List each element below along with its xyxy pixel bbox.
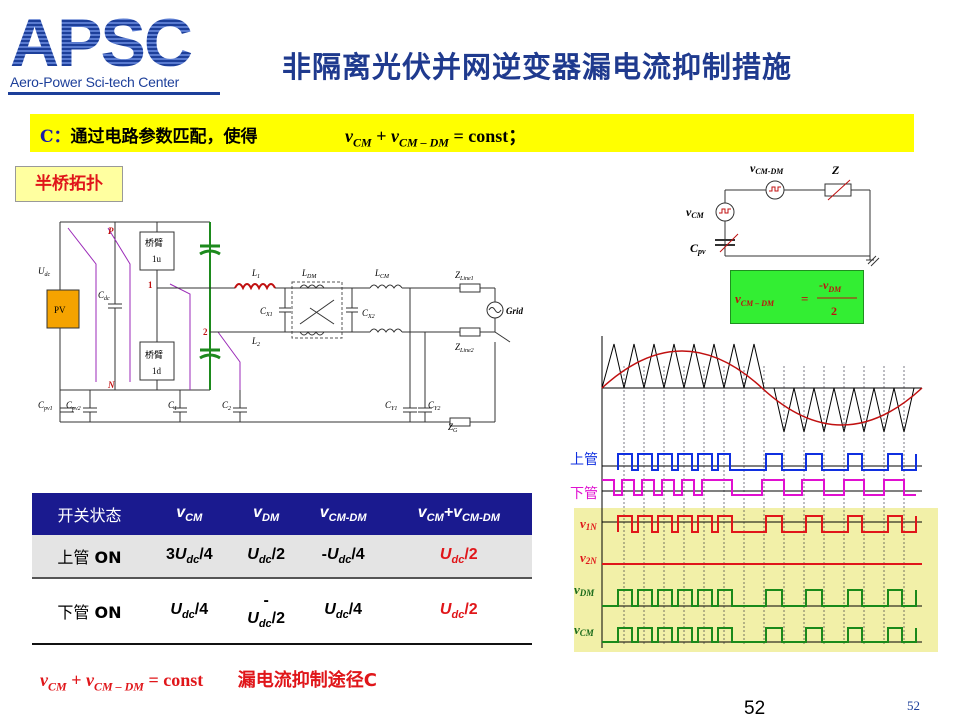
page-number: 52 bbox=[744, 698, 766, 719]
banner-body: 通过电路参数匹配，使得 bbox=[70, 127, 258, 147]
banner-formula: vCM + vCM – DM = const； bbox=[345, 126, 527, 150]
bottom-formula: vCM + vCM – DM = const 漏电流抑制途径C bbox=[40, 670, 377, 694]
wave-label-upper: 上管 bbox=[570, 452, 598, 468]
logo-underline bbox=[8, 92, 220, 95]
sc-vcmdm: vCM-DM bbox=[750, 161, 784, 176]
th-vcm: vCM bbox=[146, 493, 232, 535]
banner-text: C：通过电路参数匹配，使得 bbox=[40, 122, 258, 147]
th-vdm: vDM bbox=[231, 493, 301, 535]
page-title: 非隔离光伏并网逆变器漏电流抑制措施 bbox=[282, 50, 793, 84]
logo-mark: APSC bbox=[10, 8, 194, 74]
page-number-small: 52 bbox=[907, 698, 920, 713]
svg-text:Cpv1: Cpv1 bbox=[38, 400, 53, 412]
wave-label-lower: 下管 bbox=[570, 486, 598, 502]
svg-text:Cdc: Cdc bbox=[98, 290, 110, 302]
grid-label: Grid bbox=[506, 306, 524, 316]
cm-equivalent-circuit: vCM-DM Z vCM Cpv bbox=[686, 161, 880, 267]
banner-prefix: C： bbox=[40, 127, 71, 147]
table-row: 上管 ON 3Udc/4 Udc/2 -Udc/4 Udc/2 bbox=[32, 535, 532, 579]
cell-vdm: -Udc/2 bbox=[231, 578, 301, 645]
svg-text:1d: 1d bbox=[152, 366, 162, 376]
svg-text:CX1: CX1 bbox=[260, 306, 273, 318]
sc-vcm: vCM bbox=[686, 205, 705, 220]
half-bridge-circuit: PV Udc Cdc P N 桥臂 1u 桥臂 1d 1 2 L1 L2 LDM… bbox=[38, 221, 524, 434]
th-state: 开关状态 bbox=[32, 493, 147, 535]
svg-text:CY1: CY1 bbox=[385, 400, 397, 412]
cell-vsum: Udc/2 bbox=[385, 535, 532, 579]
svg-text:2: 2 bbox=[831, 304, 837, 318]
svg-text:2: 2 bbox=[203, 327, 208, 337]
green-formula-box: vCM – DM = -vDM 2 bbox=[730, 270, 864, 324]
switching-waveforms: 上管 下管 v1N v2N vDM vCM bbox=[570, 336, 938, 652]
n-label: N bbox=[107, 380, 115, 390]
th-vsum: vCM+vCM-DM bbox=[385, 493, 532, 535]
cell-vdm: Udc/2 bbox=[231, 535, 301, 579]
udc-label: Udc bbox=[38, 266, 51, 278]
svg-text:L1: L1 bbox=[251, 268, 260, 280]
cell-vcmdm: -Udc/4 bbox=[300, 535, 386, 579]
svg-text:vCM – DM: vCM – DM bbox=[735, 291, 775, 308]
svg-text:LCM: LCM bbox=[374, 268, 390, 280]
sc-z: Z bbox=[831, 163, 840, 177]
cell-state: 上管 ON bbox=[32, 535, 147, 579]
cell-vcmdm: Udc/4 bbox=[300, 578, 386, 645]
svg-text:C2: C2 bbox=[222, 400, 231, 412]
svg-text:ZLine2: ZLine2 bbox=[455, 342, 474, 354]
switch-state-table: 开关状态 vCM vDM vCM-DM vCM+vCM-DM 上管 ON 3Ud… bbox=[32, 493, 532, 645]
svg-text:ZG: ZG bbox=[448, 422, 458, 434]
pv-label: PV bbox=[54, 305, 66, 315]
sc-cpv: Cpv bbox=[690, 241, 706, 256]
topology-badge: 半桥拓扑 bbox=[15, 166, 123, 202]
badge-label: 半桥拓扑 bbox=[35, 174, 103, 194]
svg-text:LDM: LDM bbox=[301, 268, 317, 280]
p-label: P bbox=[108, 226, 114, 236]
logo-subtitle: Aero-Power Sci-tech Center bbox=[10, 74, 180, 90]
table-row: 下管 ON Udc/4 -Udc/2 Udc/4 Udc/2 bbox=[32, 578, 532, 645]
svg-text:-vDM: -vDM bbox=[819, 278, 842, 294]
th-vcmdm: vCM-DM bbox=[300, 493, 386, 535]
green-formula: vCM – DM = -vDM 2 bbox=[735, 278, 857, 318]
svg-text:CX2: CX2 bbox=[362, 308, 375, 320]
cell-state: 下管 ON bbox=[32, 578, 147, 645]
cell-vsum: Udc/2 bbox=[385, 578, 532, 645]
svg-text:Cpv2: Cpv2 bbox=[66, 400, 81, 412]
svg-text:1u: 1u bbox=[152, 254, 162, 264]
logo: APSC Aero-Power Sci-tech Center bbox=[8, 8, 220, 95]
bottom-label: 漏电流抑制途径C bbox=[237, 670, 377, 691]
banner bbox=[30, 114, 914, 152]
svg-text:1: 1 bbox=[148, 280, 153, 290]
svg-text:ZLine1: ZLine1 bbox=[455, 270, 474, 282]
svg-text:桥臂: 桥臂 bbox=[145, 237, 163, 249]
cell-vcm: Udc/4 bbox=[146, 578, 232, 645]
logo-text: APSC bbox=[10, 8, 192, 74]
svg-text:C1: C1 bbox=[168, 400, 177, 412]
svg-text:L2: L2 bbox=[251, 336, 260, 348]
cell-vcm: 3Udc/4 bbox=[146, 535, 232, 579]
svg-text:桥臂: 桥臂 bbox=[145, 349, 163, 361]
svg-text:=: = bbox=[801, 291, 808, 306]
svg-text:CY2: CY2 bbox=[428, 400, 440, 412]
